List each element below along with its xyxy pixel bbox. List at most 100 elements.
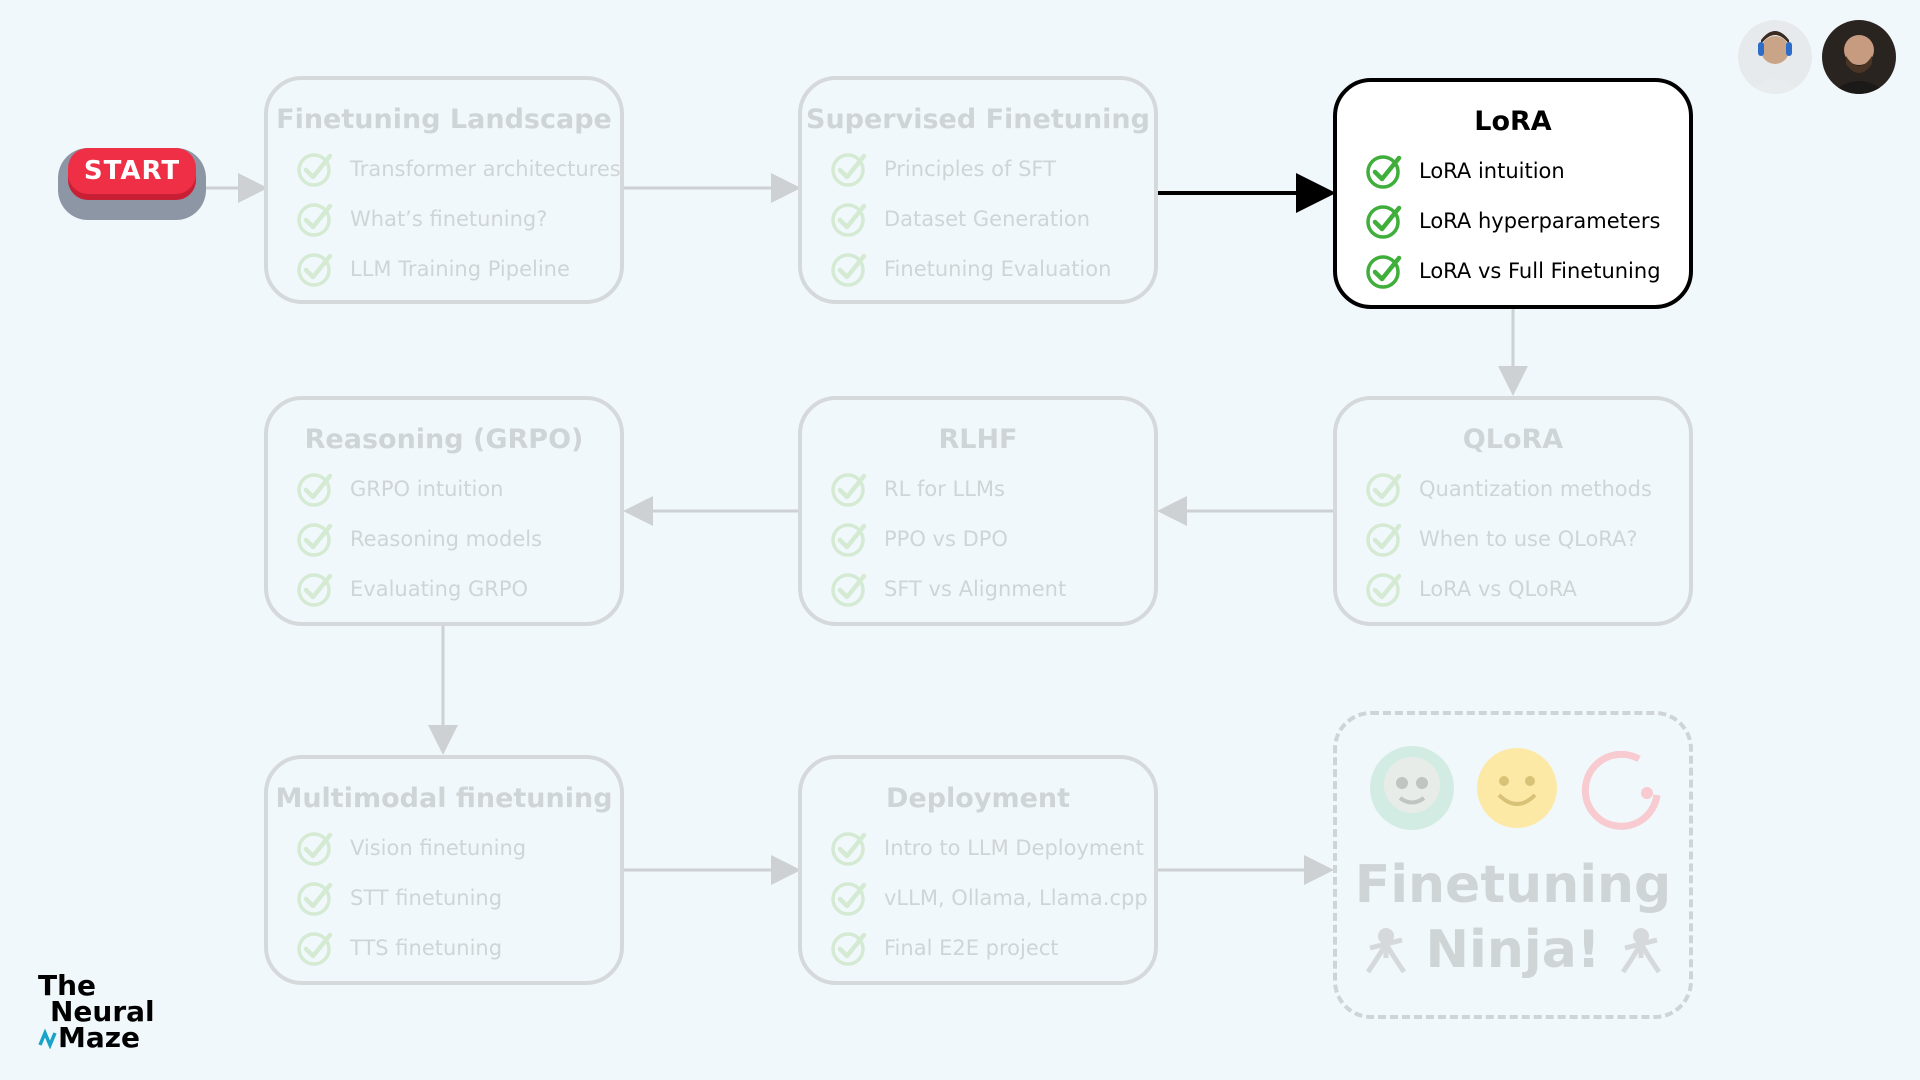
- check-icon: [831, 253, 867, 287]
- finish-title-line1: Finetuning: [1354, 855, 1672, 915]
- check-icon: [831, 832, 867, 866]
- topic-item: vLLM, Ollama, Llama.cpp: [830, 873, 1154, 923]
- topic-label: LoRA intuition: [1419, 159, 1565, 183]
- tool-logos: [1370, 746, 1661, 830]
- ollama-ring-logo-icon: [1581, 750, 1661, 830]
- logo-line1: The: [38, 969, 97, 1002]
- check-icon: [1366, 155, 1402, 189]
- topic-label: LoRA vs QLoRA: [1419, 577, 1577, 601]
- topic-item: STT finetuning: [296, 873, 620, 923]
- check-icon: [297, 253, 333, 287]
- topic-item: Reasoning models: [296, 514, 620, 564]
- check-icon: [1366, 573, 1402, 607]
- huggingface-logo-icon: [1477, 748, 1557, 828]
- check-icon: [831, 932, 867, 966]
- check-icon: [297, 153, 333, 187]
- topic-label: LoRA hyperparameters: [1419, 209, 1661, 233]
- topic-item: Finetuning Evaluation: [830, 244, 1154, 294]
- check-icon: [831, 203, 867, 237]
- topic-item: Evaluating GRPO: [296, 564, 620, 614]
- topic-label: STT finetuning: [350, 886, 503, 910]
- finish-box: Finetuning Ninja!: [1333, 711, 1693, 1019]
- check-icon: [297, 882, 333, 916]
- check-icon: [831, 153, 867, 187]
- topic-item: What’s finetuning?: [296, 194, 620, 244]
- check-icon: [1366, 523, 1402, 557]
- node-title: Reasoning (GRPO): [304, 424, 584, 455]
- ninja-icon: [1365, 928, 1406, 974]
- node-title: RLHF: [938, 424, 1018, 455]
- topic-label: RL for LLMs: [884, 477, 1005, 501]
- node-title: Supervised Finetuning: [806, 104, 1150, 135]
- topic-item: RL for LLMs: [830, 464, 1154, 514]
- topic-item: LoRA intuition: [1365, 146, 1689, 196]
- topic-item: Vision finetuning: [296, 823, 620, 873]
- check-icon: [1366, 205, 1402, 239]
- logo-line3-row: Maze: [38, 1024, 168, 1052]
- topic-label: What’s finetuning?: [350, 207, 548, 231]
- check-icon: [1366, 473, 1402, 507]
- topic-label: Vision finetuning: [350, 836, 527, 860]
- topic-label: TTS finetuning: [350, 936, 503, 960]
- node-title: Deployment: [885, 783, 1071, 814]
- topic-label: GRPO intuition: [350, 477, 504, 501]
- topic-item: SFT vs Alignment: [830, 564, 1154, 614]
- topic-item: Final E2E project: [830, 923, 1154, 973]
- check-icon: [297, 523, 333, 557]
- topic-label: LLM Training Pipeline: [350, 257, 570, 281]
- topic-item: Principles of SFT: [830, 144, 1154, 194]
- topic-item: LoRA vs Full Finetuning: [1365, 246, 1689, 296]
- node-title: QLoRA: [1462, 424, 1564, 455]
- check-icon: [297, 473, 333, 507]
- topic-item: LoRA vs QLoRA: [1365, 564, 1689, 614]
- check-icon: [297, 573, 333, 607]
- check-icon: [297, 832, 333, 866]
- topic-label: Dataset Generation: [884, 207, 1091, 231]
- topic-item: GRPO intuition: [296, 464, 620, 514]
- avatar-presenter-2: [1822, 20, 1896, 94]
- topic-item: Dataset Generation: [830, 194, 1154, 244]
- topic-item: PPO vs DPO: [830, 514, 1154, 564]
- topic-item: When to use QLoRA?: [1365, 514, 1689, 564]
- ninja-icon: [1620, 928, 1661, 974]
- node-title: Multimodal finetuning: [275, 783, 613, 814]
- topic-item: LoRA hyperparameters: [1365, 196, 1689, 246]
- topic-label: SFT vs Alignment: [884, 577, 1067, 601]
- topic-item: Quantization methods: [1365, 464, 1689, 514]
- topic-item: LLM Training Pipeline: [296, 244, 620, 294]
- start-button-label[interactable]: START: [68, 148, 196, 194]
- finish-title-row2: Ninja!: [1337, 920, 1689, 980]
- node-title: Finetuning Landscape: [276, 104, 612, 135]
- avatar-presenter-1: [1738, 20, 1812, 94]
- topic-label: LoRA vs Full Finetuning: [1419, 259, 1661, 283]
- check-icon: [297, 203, 333, 237]
- topic-label: PPO vs DPO: [884, 527, 1008, 551]
- topic-label: Final E2E project: [884, 936, 1059, 960]
- topic-item: Intro to LLM Deployment: [830, 823, 1154, 873]
- finish-title-line2: Ninja!: [1425, 920, 1601, 980]
- topic-label: Finetuning Evaluation: [884, 257, 1112, 281]
- topic-label: Evaluating GRPO: [350, 577, 529, 601]
- check-icon: [297, 932, 333, 966]
- topic-item: TTS finetuning: [296, 923, 620, 973]
- check-icon: [831, 882, 867, 916]
- node-title: LoRA: [1474, 106, 1552, 137]
- topic-label: When to use QLoRA?: [1419, 527, 1638, 551]
- unsloth-logo-icon: [1370, 746, 1454, 830]
- maze-wave-icon: [38, 1028, 57, 1049]
